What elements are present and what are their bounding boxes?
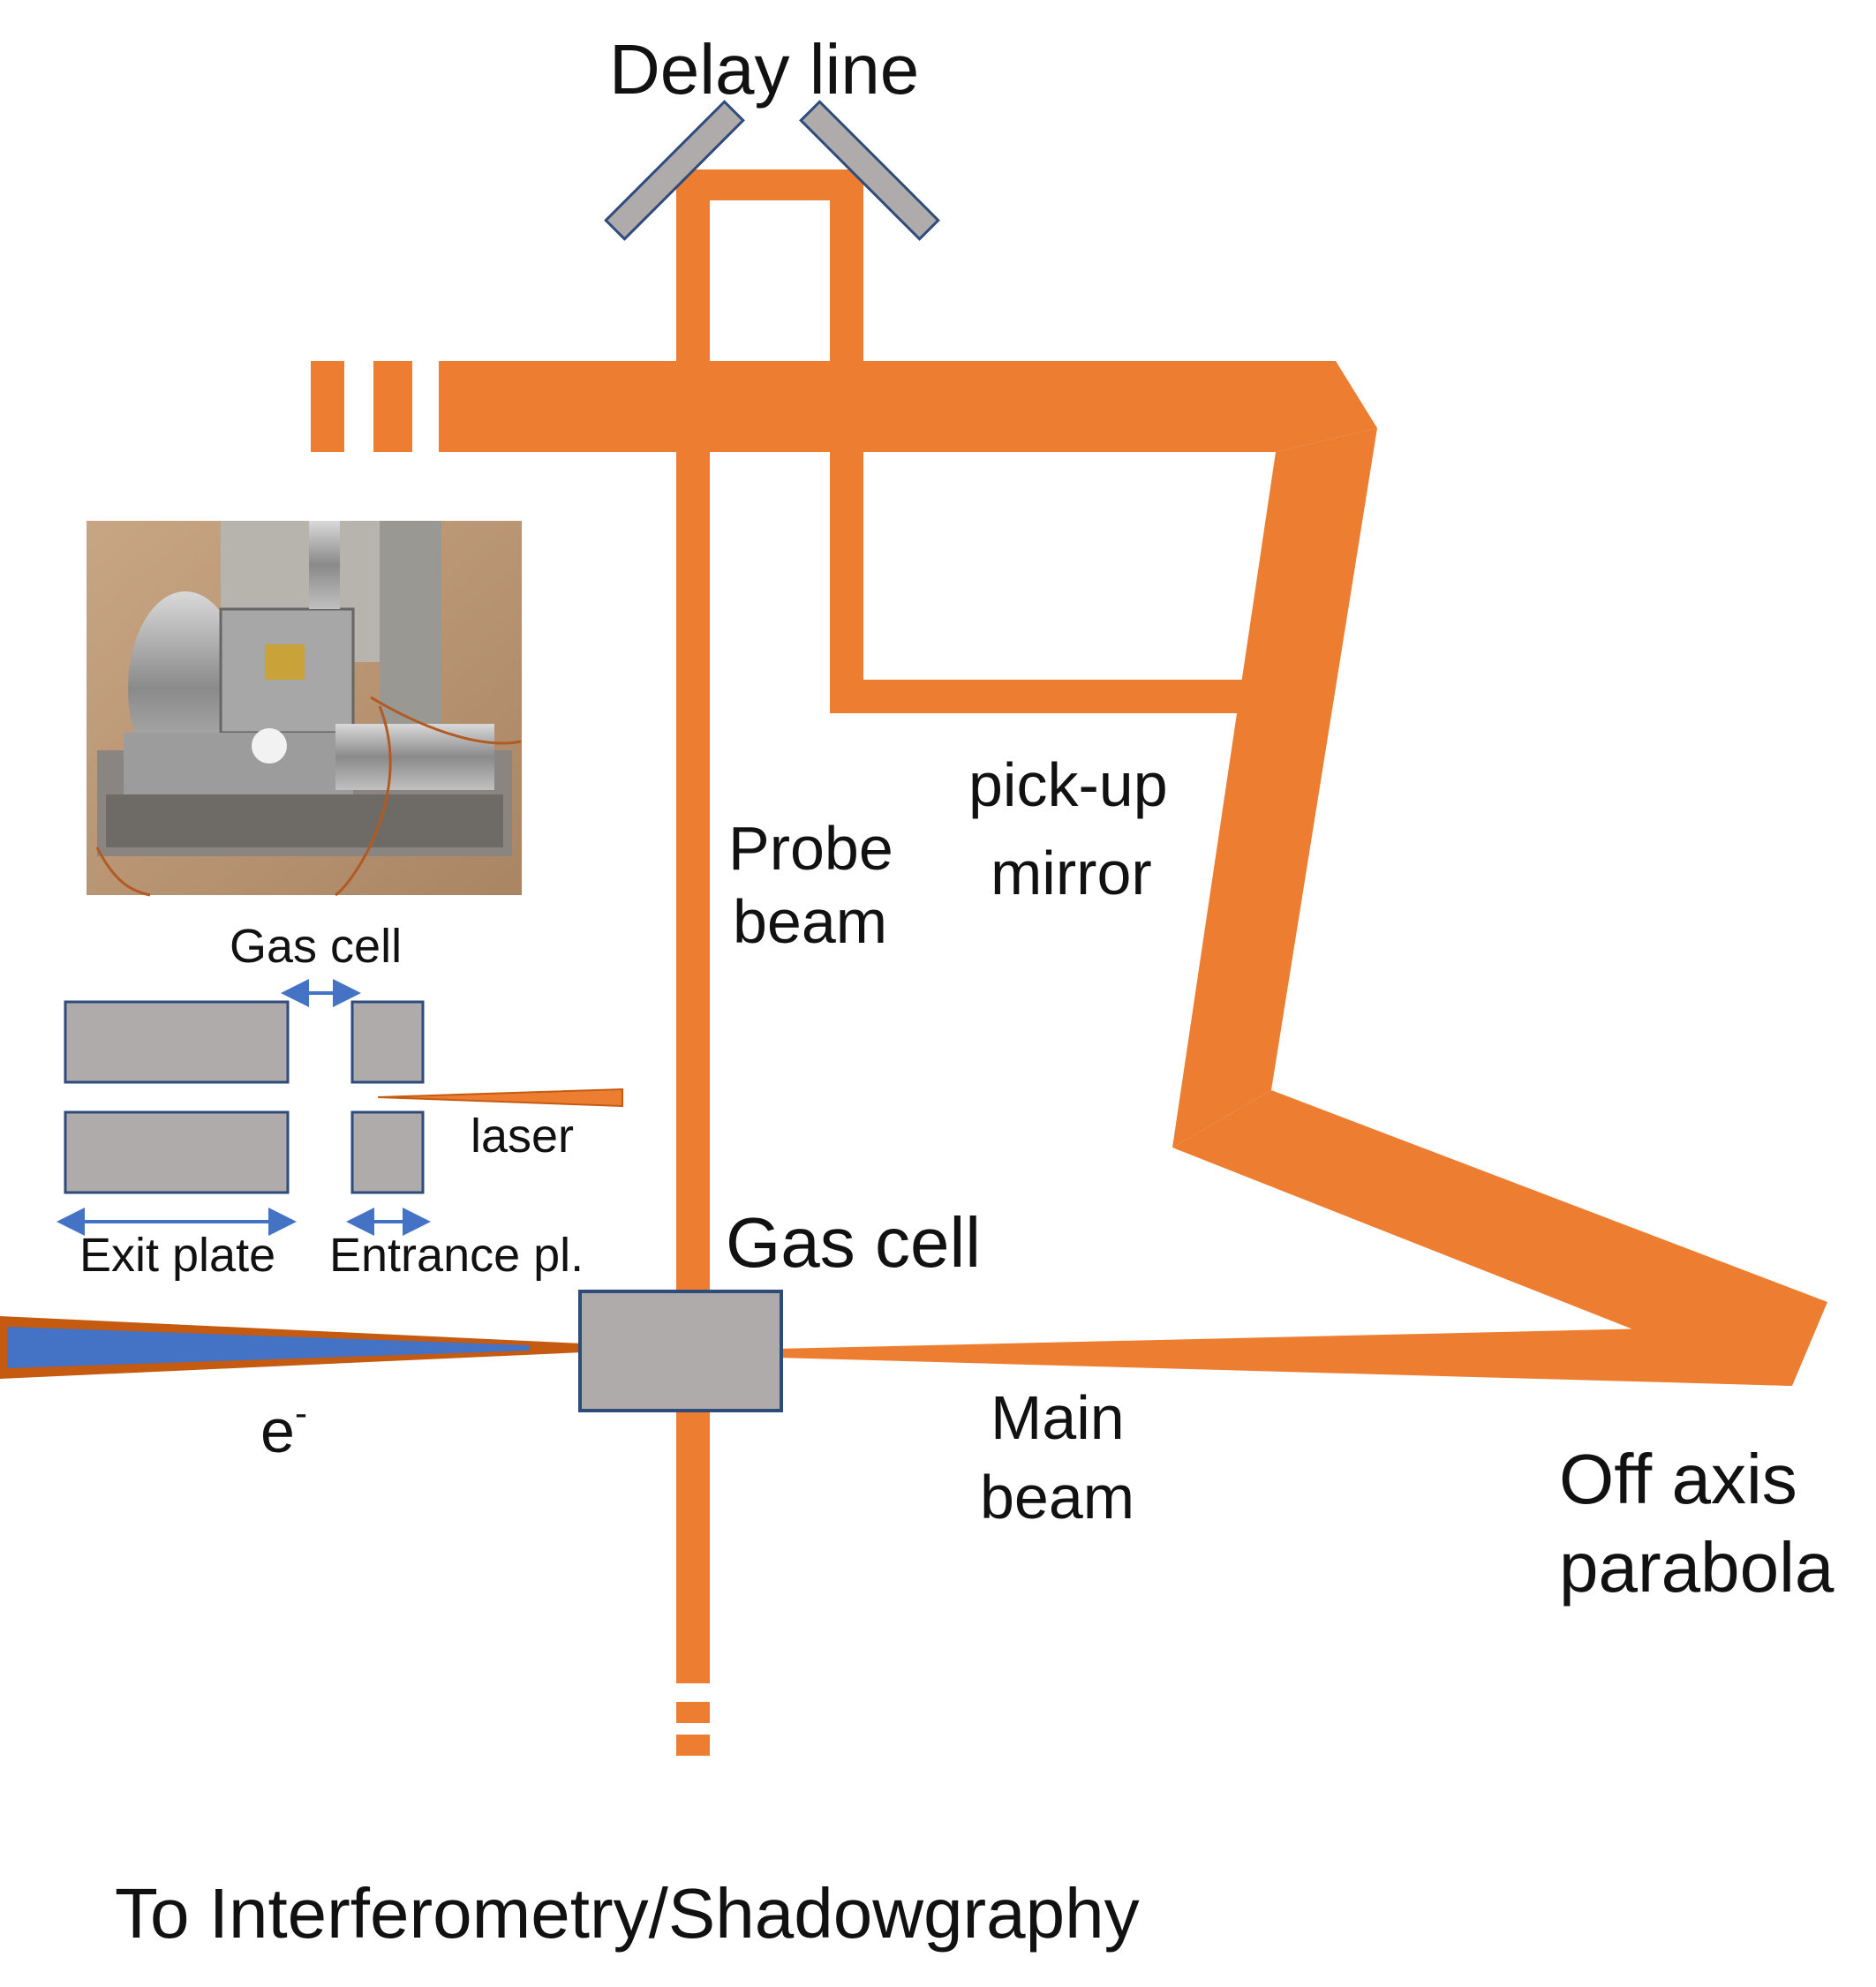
exit-plate-bottom	[64, 1110, 290, 1194]
entrance-plate-bottom	[350, 1110, 425, 1194]
main-beam-horizontal	[439, 361, 1377, 452]
inset-laser-beam	[377, 1088, 623, 1108]
label-pickup-mirror-1: pick-up	[968, 750, 1168, 819]
inset-label-exit-plate: Exit plate	[79, 1229, 275, 1282]
main-beam-focus-cone	[777, 1328, 1792, 1386]
delay-line-mirrors	[604, 100, 940, 241]
inset-label-entrance-plate: Entrance pl.	[329, 1229, 584, 1282]
label-electron: e-	[260, 1392, 307, 1465]
probe-dash-2	[676, 1735, 710, 1756]
plates-schematic	[57, 979, 623, 1236]
label-probe-beam-1: Probe	[728, 814, 893, 883]
gas-cell-photo	[87, 521, 522, 897]
probe-beam-vertical	[676, 452, 710, 1683]
pickup-branch-horizontal	[830, 680, 1245, 713]
electron-beam-inner	[7, 1327, 530, 1368]
exit-plate-top	[64, 1000, 290, 1084]
pickup-branch-vertical	[830, 452, 863, 680]
label-off-axis-2: parabola	[1559, 1528, 1835, 1607]
delay-mirror-left	[604, 100, 745, 241]
label-main-beam-2: beam	[980, 1463, 1134, 1532]
label-pickup-mirror-2: mirror	[991, 839, 1152, 907]
probe-dash-1	[676, 1702, 710, 1723]
label-probe-beam-2: beam	[733, 887, 887, 956]
label-gas-cell-main: Gas cell	[726, 1203, 981, 1282]
main-beam-diagonal	[1172, 428, 1377, 1148]
beam-dash-1	[311, 361, 344, 452]
label-off-axis-1: Off axis	[1559, 1440, 1797, 1518]
inset-label-laser: laser	[471, 1110, 574, 1163]
entrance-plate-top	[350, 1000, 425, 1084]
gas-cell-box	[578, 1290, 783, 1412]
label-bottom-caption: To Interferometry/Shadowgraphy	[115, 1874, 1140, 1953]
main-beam-to-parabola	[1172, 1090, 1827, 1386]
label-delay-line: Delay line	[609, 30, 919, 109]
beam-paths	[311, 169, 1827, 1756]
delay-line-loop	[676, 169, 863, 361]
electron-beam	[0, 1316, 583, 1379]
delay-mirror-right	[799, 100, 940, 241]
label-main-beam-1: Main	[991, 1383, 1125, 1452]
beam-dash-2	[373, 361, 412, 452]
inset-label-gas-cell: Gas cell	[230, 920, 402, 973]
